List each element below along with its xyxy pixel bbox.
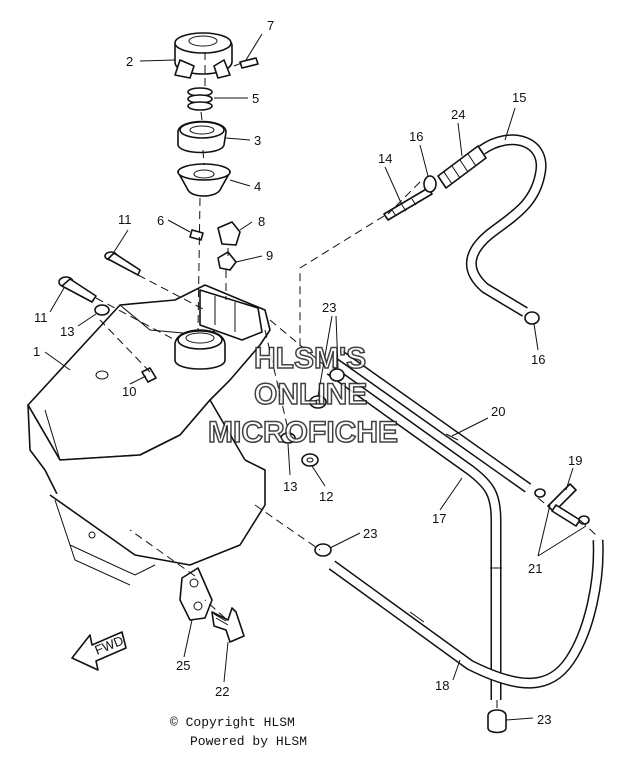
- label-11-upper: 11: [118, 212, 132, 227]
- powered-by-text: Powered by HLSM: [190, 734, 307, 749]
- watermark: HLSM'S ONLINE MICROFICHE: [207, 341, 399, 450]
- hose-clamp-23-mid: [314, 543, 332, 557]
- label-15: 15: [512, 90, 526, 105]
- label-23-mid: 23: [363, 526, 377, 541]
- label-13-lower: 13: [283, 479, 297, 494]
- label-14: 14: [378, 151, 392, 166]
- label-23-lower: 23: [537, 712, 551, 727]
- washer-upper: [94, 304, 110, 316]
- assembly-lines: [95, 52, 597, 712]
- pin: [239, 57, 259, 69]
- label-9: 9: [266, 248, 273, 263]
- label-3: 3: [254, 133, 261, 148]
- label-23-upper: 23: [322, 300, 336, 315]
- leader-lines: [44, 33, 587, 721]
- bolt-upper: [104, 251, 141, 276]
- label-10: 10: [122, 384, 136, 399]
- label-25: 25: [176, 658, 190, 673]
- bolt-lower: [58, 276, 97, 303]
- bolt-22: [211, 607, 245, 643]
- copyright-text: © Copyright HLSM: [170, 715, 295, 730]
- tee-joint: [547, 483, 581, 527]
- bracket: [179, 567, 213, 621]
- label-22: 22: [215, 684, 229, 699]
- watermark-line-3: MICROFICHE: [208, 416, 398, 449]
- grommet: [301, 453, 319, 467]
- label-7: 7: [267, 18, 274, 33]
- hose-clamp-23-lower: [487, 709, 507, 734]
- ribbed-hose: [437, 145, 487, 189]
- label-21: 21: [528, 561, 542, 576]
- label-12: 12: [319, 489, 333, 504]
- label-13-upper: 13: [60, 324, 74, 339]
- strainer: [177, 163, 231, 197]
- label-2: 2: [126, 54, 133, 69]
- label-19: 19: [568, 453, 582, 468]
- clip: [217, 221, 241, 246]
- part-numbers: 2 7 5 3 4 6 8 9 11 11 13 1 10 13 12 23 1…: [33, 18, 582, 727]
- filler-cap: [174, 32, 233, 79]
- label-1: 1: [33, 344, 40, 359]
- washer-lower: [280, 432, 296, 444]
- watermark-line-2: ONLINE: [254, 378, 367, 411]
- label-8: 8: [258, 214, 265, 229]
- watermark-line-1: HLSM'S: [254, 342, 366, 375]
- hose-clamp-23-upper: [329, 368, 345, 382]
- clamp-small: [217, 251, 237, 271]
- hose-clamp-16-lower: [524, 311, 540, 325]
- small-pin: [189, 229, 204, 241]
- breather-pipe: [383, 187, 433, 221]
- fuel-tank: [27, 284, 271, 586]
- hose-clamp-21a: [534, 488, 546, 498]
- label-5: 5: [252, 91, 259, 106]
- label-6: 6: [157, 213, 164, 228]
- label-4: 4: [254, 179, 261, 194]
- spring: [187, 87, 213, 111]
- hose-clamp-16-upper: [423, 175, 437, 193]
- label-16-lower: 16: [531, 352, 545, 367]
- label-16-upper: 16: [409, 129, 423, 144]
- label-18: 18: [435, 678, 449, 693]
- label-20: 20: [491, 404, 505, 419]
- gasket: [177, 120, 227, 154]
- label-24: 24: [451, 107, 465, 122]
- forward-arrow: FWD: [71, 631, 127, 671]
- label-11-lower: 11: [34, 310, 48, 325]
- label-17: 17: [432, 511, 446, 526]
